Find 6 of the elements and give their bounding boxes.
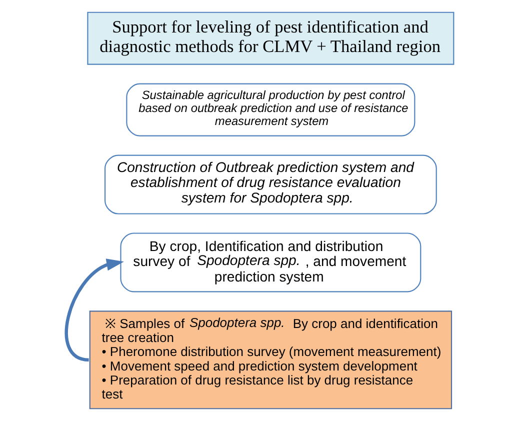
arrow — [64, 258, 124, 362]
node-box: ※ Samples of Spodoptera spp. By crop and identification tree creation • Pheromone distribution survey (movement measurement) • Movement speed and prediction system development • Preparation of drug resistance list by drug resistance test — [89, 310, 452, 410]
node-box: Sustainable agricultural production by pest control based on outbreak prediction and use of resistance measurement system — [126, 83, 416, 136]
node-box: Construction of Outbreak prediction system and establishment of drug resistance evaluation system for Spodoptera spp. — [104, 154, 437, 214]
node-box: By crop, Identification and distribution survey of Spodoptera spp., and movement prediction system — [120, 232, 422, 292]
node-box: Support for leveling of pest identification and diagnostic methods for CLMV + Thailand region — [87, 12, 454, 65]
